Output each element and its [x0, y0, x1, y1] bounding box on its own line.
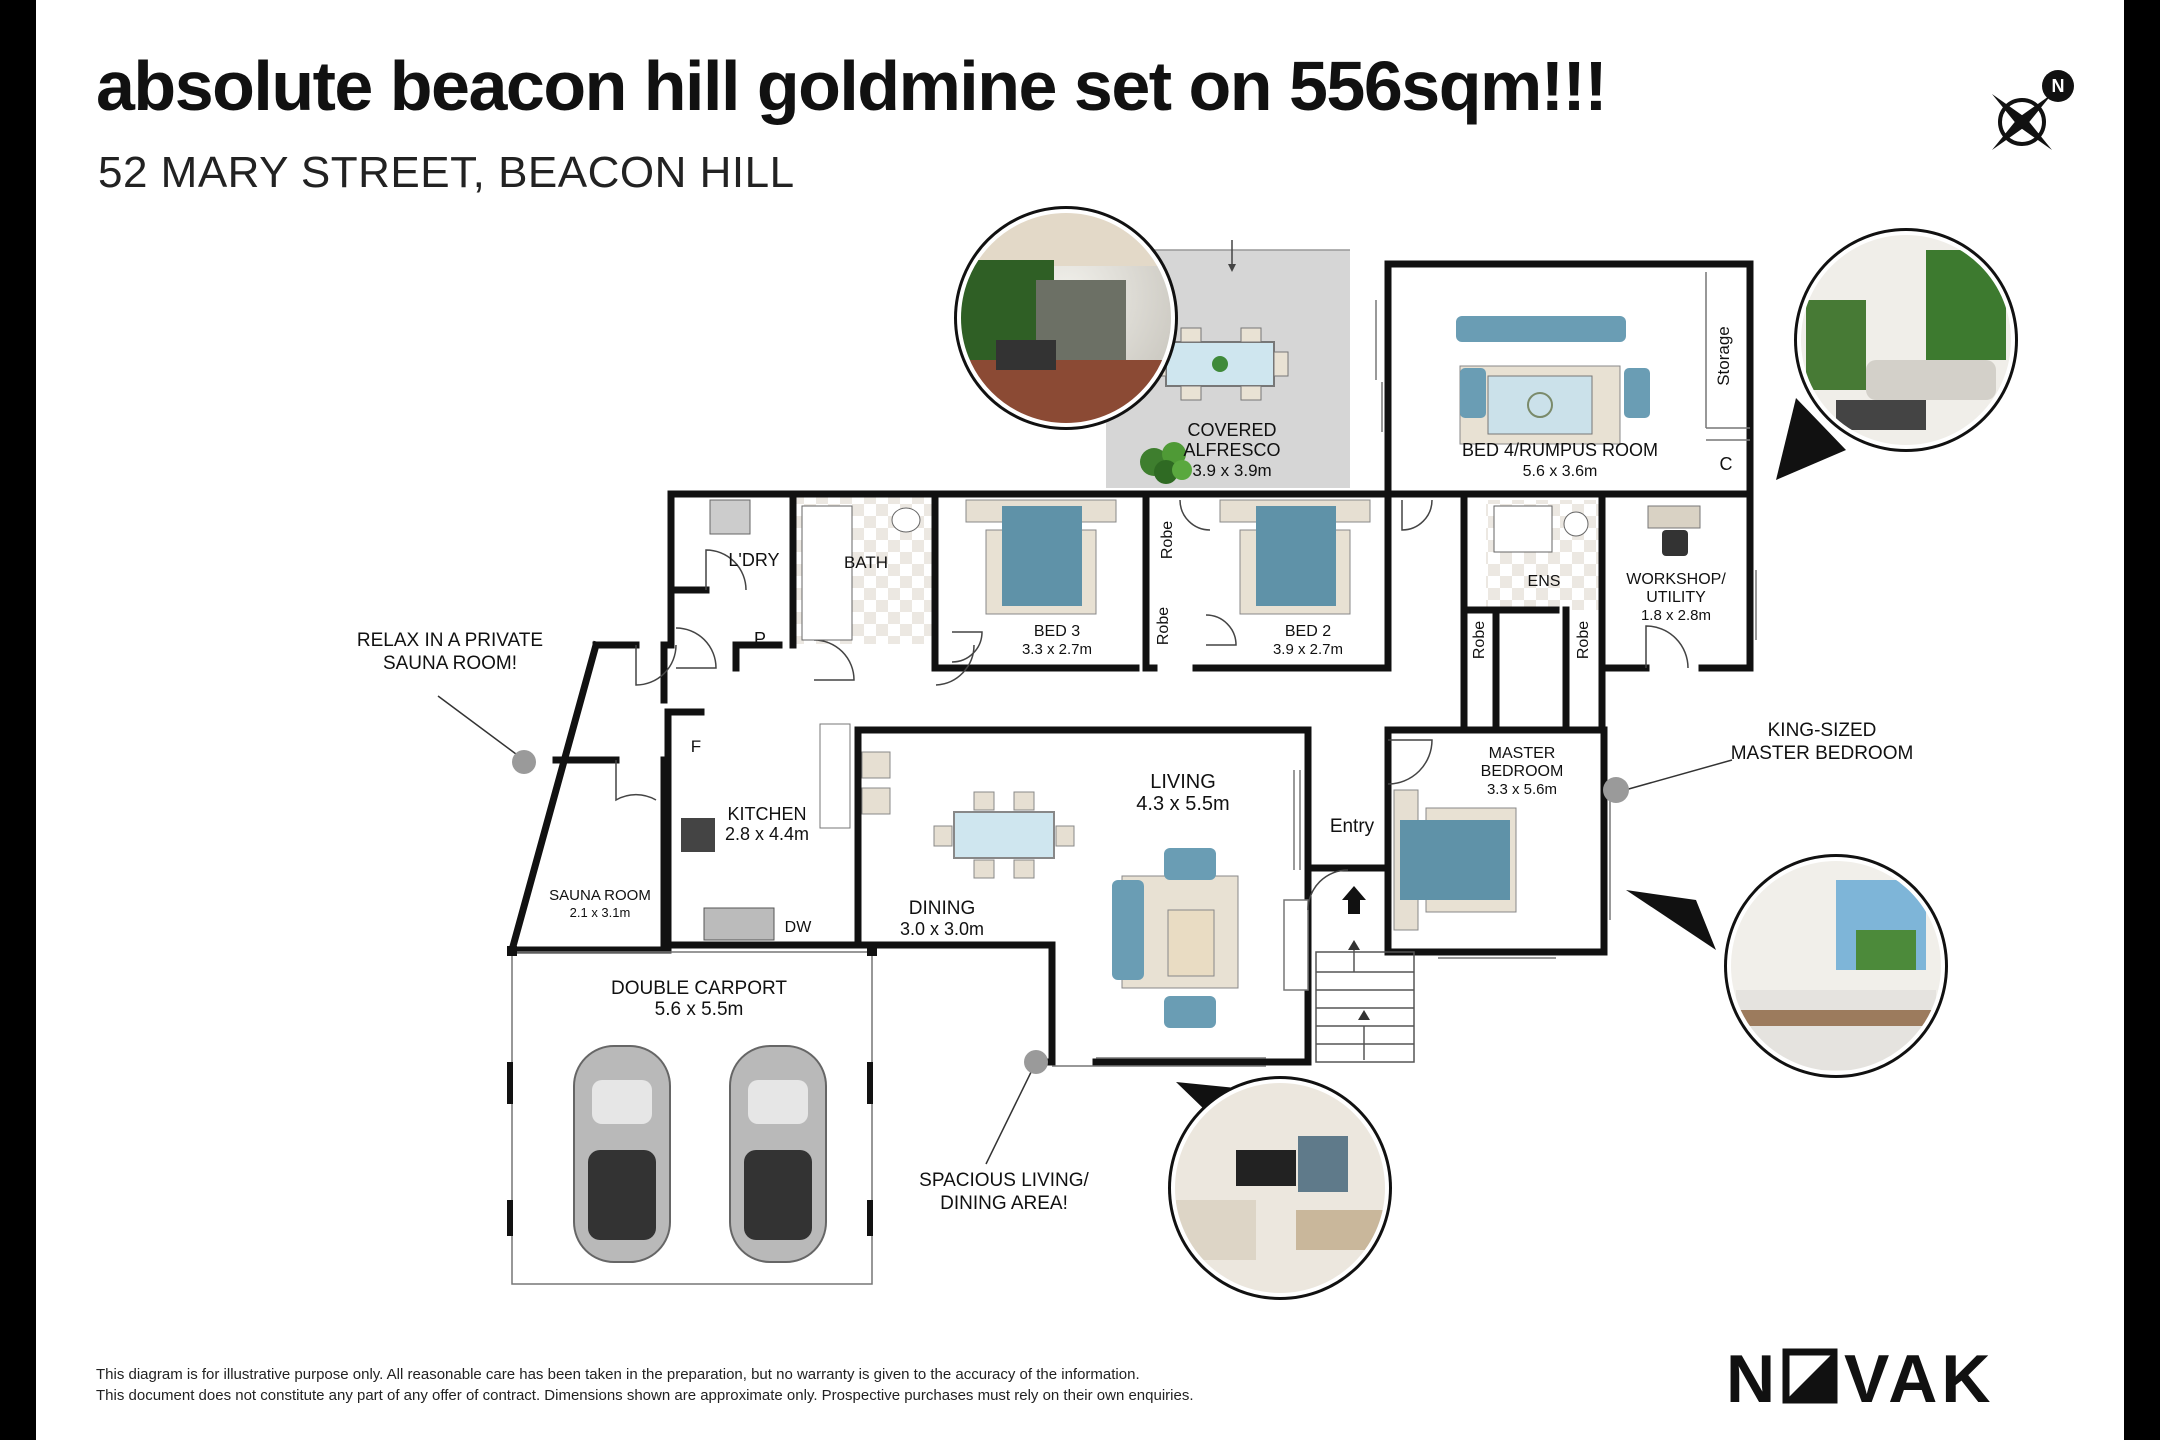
callout-leaders: [437, 695, 1733, 1165]
workbench-icon: [1647, 505, 1701, 529]
disclaimer-line: This document does not constitute any pa…: [96, 1387, 1194, 1404]
room-size-kitchen: 2.8 x 4.4m: [725, 824, 809, 844]
master-callout-dot: [1603, 777, 1629, 803]
dining-table-icon: [933, 791, 1075, 879]
disclaimer: This diagram is for illustrative purpose…: [96, 1364, 1194, 1406]
living-callout-dot: [1024, 1050, 1048, 1074]
rumpus-photo: [1776, 228, 2018, 480]
room-size-carport: 5.6 x 5.5m: [655, 999, 744, 1020]
entry-steps: [1315, 946, 1415, 1063]
room-label-robe3: Robe: [1471, 621, 1488, 659]
car-icon: [729, 1045, 827, 1263]
room-size-master: 3.3 x 5.6m: [1487, 781, 1557, 798]
room-size-workshop: 1.8 x 2.8m: [1641, 607, 1711, 624]
car-icon: [573, 1045, 671, 1263]
master-photo: [1626, 854, 1948, 1078]
carport-posts: [507, 946, 877, 1236]
floor-plan-sheet: absolute beacon hill goldmine set on 556…: [36, 0, 2124, 1440]
bed3-bed-icon: [965, 499, 1117, 615]
room-size-living: 4.3 x 5.5m: [1136, 793, 1229, 815]
room-size-bed3: 3.3 x 2.7m: [1022, 641, 1092, 658]
kitchen-bench: [819, 723, 851, 829]
compass-icon: [1992, 70, 2074, 150]
room-size-sauna: 2.1 x 3.1m: [570, 905, 631, 920]
callout-living: SPACIOUS LIVING/DINING AREA!: [919, 1170, 1089, 1214]
room-label-laundry: L'DRY: [728, 550, 779, 570]
room-label-cupboard: C: [1720, 454, 1733, 474]
door-swings: [615, 499, 1689, 911]
room-label-bath: BATH: [844, 553, 888, 572]
shower-icon: [1493, 505, 1553, 553]
room-label-robe2: Robe: [1155, 607, 1172, 645]
cooktop-icon: [681, 818, 715, 852]
page-title: absolute beacon hill goldmine set on 556…: [96, 47, 1608, 125]
room-label-robe1: Robe: [1159, 521, 1176, 559]
room-size-bed4: 5.6 x 3.6m: [1523, 463, 1598, 480]
room-label-entry: Entry: [1330, 816, 1375, 837]
room-label-storage: Storage: [1714, 326, 1733, 386]
room-size-dining: 3.0 x 3.0m: [900, 919, 984, 939]
entry-arrow-icon: [1342, 886, 1366, 914]
room-size-alfresco: 3.9 x 3.9m: [1192, 461, 1271, 480]
living-lounge-icon: [1112, 848, 1239, 1028]
master-bed-icon: [1393, 789, 1517, 931]
novak-logo: N VAK: [1726, 1341, 1995, 1417]
rumpus-lounge-icon: [1456, 316, 1650, 445]
room-label-dw: DW: [785, 919, 813, 936]
brand-name-right: VAK: [1844, 1341, 1995, 1417]
sauna-callout-dot: [512, 750, 536, 774]
room-label-ensuite: ENS: [1528, 573, 1561, 590]
bathtub-icon: [801, 505, 853, 641]
sink-icon: [703, 907, 775, 941]
windows: [1052, 300, 1757, 1067]
alfresco-photo: [954, 206, 1178, 430]
chair-icon: [1662, 530, 1688, 556]
brand-name-left: N: [1726, 1341, 1779, 1417]
room-label-fridge: F: [691, 737, 701, 756]
room-label-pantry: P: [754, 629, 766, 649]
room-label-robe4: Robe: [1575, 621, 1592, 659]
toilet-icon: [891, 507, 921, 533]
property-address: 52 MARY STREET, BEACON HILL: [98, 148, 795, 197]
plant-icon: [1140, 442, 1192, 484]
carport-outline: [511, 950, 873, 1285]
room-size-bed2: 3.9 x 2.7m: [1273, 641, 1343, 658]
disclaimer-line: This diagram is for illustrative purpose…: [96, 1366, 1140, 1383]
laundry-tub-icon: [709, 499, 751, 535]
compass-north-label: N: [2052, 76, 2065, 96]
living-photo: [1168, 1076, 1392, 1300]
bed2-bed-icon: [1219, 499, 1371, 615]
walls: [507, 260, 1754, 1066]
